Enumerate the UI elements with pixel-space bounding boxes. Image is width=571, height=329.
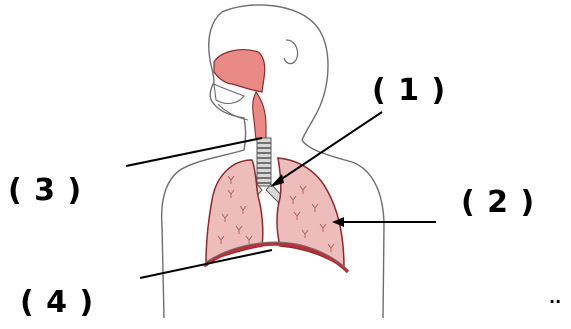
corner-mark: .. bbox=[549, 288, 561, 307]
label-3: ( 3 ) bbox=[8, 176, 82, 206]
pointer-1 bbox=[274, 112, 382, 184]
trachea bbox=[257, 138, 271, 186]
label-2: ( 2 ) bbox=[461, 188, 535, 218]
label-4: ( 4 ) bbox=[20, 288, 94, 318]
pharynx bbox=[253, 92, 266, 140]
ear bbox=[284, 40, 298, 64]
mouth-detail bbox=[214, 84, 244, 103]
nasal-oral-cavity bbox=[214, 50, 265, 92]
label-1: ( 1 ) bbox=[372, 76, 446, 106]
